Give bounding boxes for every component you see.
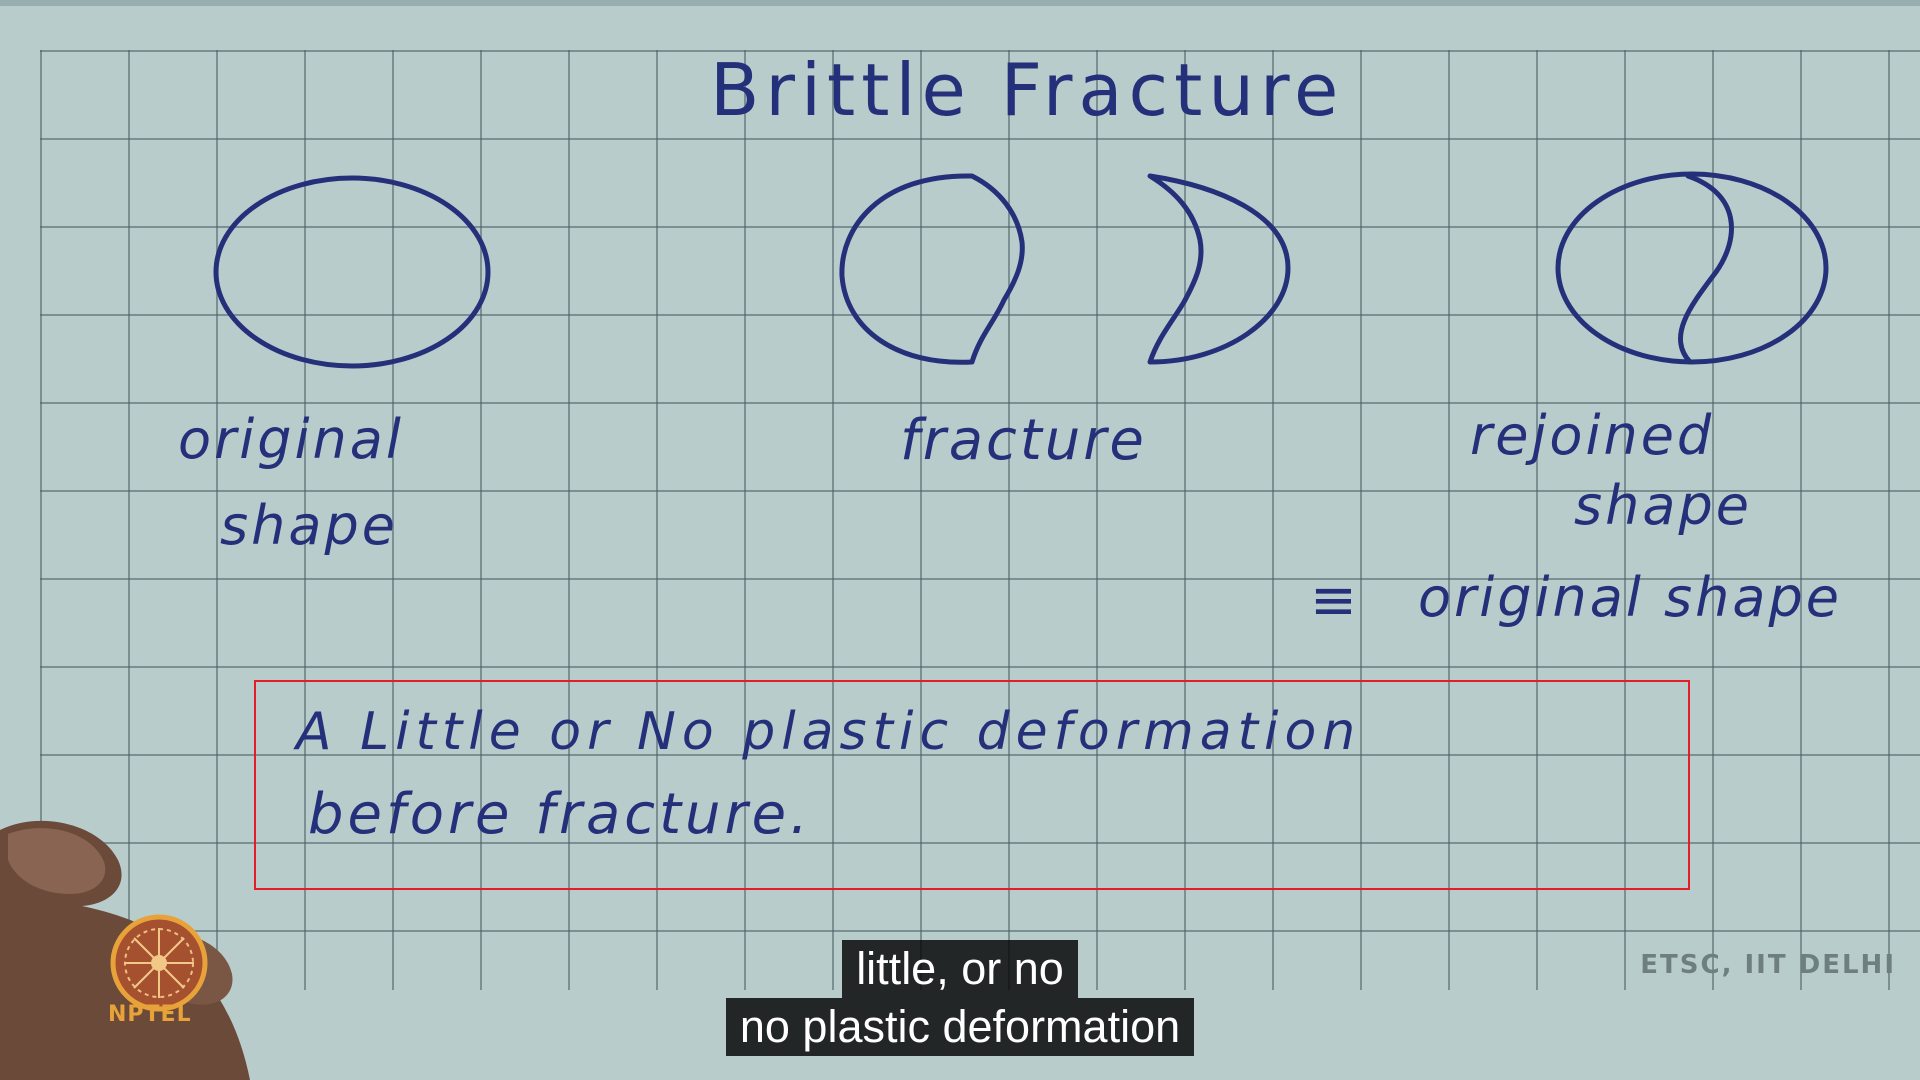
- highlight-box: [254, 680, 1690, 890]
- equivalence-symbol: ≡: [1310, 568, 1360, 633]
- label-original-shape: shape: [220, 494, 398, 557]
- board-title: Brittle Fracture: [710, 48, 1345, 132]
- caption-line-2: no plastic deformation: [725, 998, 1195, 1056]
- note-line-2: before fracture.: [308, 782, 812, 847]
- rejoined-crack-line: [1677, 173, 1734, 365]
- label-original: original: [178, 408, 404, 471]
- graph-paper-grid: [40, 50, 1920, 990]
- equivalence-text: original shape: [1418, 566, 1842, 629]
- original-shape-ellipse: [213, 175, 491, 369]
- nptel-wheel-icon: [110, 914, 208, 1012]
- watermark: ETSC, IIT DELHI: [1640, 950, 1896, 980]
- caption-line-1: little, or no: [842, 940, 1078, 998]
- rejoined-shape-ellipse: [1555, 171, 1829, 365]
- fracture-right-piece: [1147, 173, 1291, 365]
- label-rejoined-shape: shape: [1574, 474, 1752, 537]
- paper-edge: [0, 0, 1920, 6]
- note-line-1: A Little or No plastic deformation: [296, 702, 1362, 762]
- nptel-logo-text: NPTEL: [108, 1002, 192, 1027]
- label-fracture: fracture: [900, 408, 1147, 473]
- fracture-left-piece: [839, 173, 1025, 365]
- subtitle-captions: little, or no no plastic deformation: [0, 940, 1920, 1056]
- label-rejoined: rejoined: [1470, 404, 1715, 467]
